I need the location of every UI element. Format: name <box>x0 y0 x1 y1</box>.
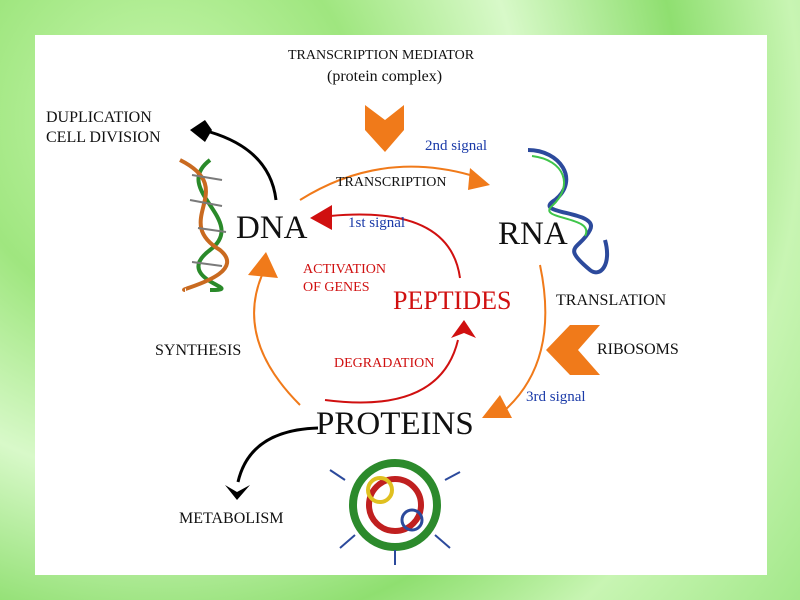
ribosoms-label: RIBOSOMS <box>597 341 679 358</box>
node-rna: RNA <box>498 216 568 252</box>
arc-proteins-to-metabolism <box>236 426 319 483</box>
arrowhead-degradation <box>451 320 476 338</box>
arrowhead-first-signal <box>310 205 332 230</box>
node-proteins: PROTEINS <box>316 406 474 442</box>
arrowhead-rna <box>468 168 490 190</box>
metabolism-chevron-icon <box>225 485 250 500</box>
third-signal-label: 3rd signal <box>526 389 586 405</box>
mediator-label-line1: TRANSCRIPTION MEDIATOR <box>288 48 475 63</box>
mediator-label-line2: (protein complex) <box>327 68 443 85</box>
protein-structure-icon <box>329 459 461 565</box>
metabolism-label: METABOLISM <box>179 510 284 527</box>
degradation-label: DEGRADATION <box>334 356 435 371</box>
second-signal-label: 2nd signal <box>425 138 488 154</box>
transcription-label: TRANSCRIPTION <box>336 175 447 190</box>
arc-peptides-to-dna <box>329 213 461 279</box>
activation-label-line1: ACTIVATION <box>303 262 386 277</box>
arc-dna-to-duplication <box>209 130 278 201</box>
synthesis-label: SYNTHESIS <box>155 342 242 359</box>
activation-label-line2: OF GENES <box>303 280 370 295</box>
duplication-label-line2: CELL DIVISION <box>46 129 161 146</box>
arrowhead-dna <box>248 252 278 278</box>
node-peptides: PEPTIDES <box>393 286 512 315</box>
arrowhead-proteins <box>482 395 512 418</box>
arc-rna-to-proteins <box>504 264 547 411</box>
duplication-chevron-icon <box>190 120 212 142</box>
duplication-label-line1: DUPLICATION <box>46 109 152 126</box>
first-signal-label: 1st signal <box>348 215 406 231</box>
rna-strand-icon <box>527 148 610 275</box>
translation-label: TRANSLATION <box>556 292 667 309</box>
arc-proteins-to-peptides <box>324 339 459 404</box>
arc-proteins-to-dna <box>253 274 301 406</box>
mediator-chevron-icon <box>365 105 404 152</box>
node-dna: DNA <box>236 210 308 246</box>
arc-dna-to-rna <box>299 165 471 201</box>
dna-helix-icon <box>179 158 230 292</box>
ribosoms-chevron-icon <box>546 325 600 375</box>
